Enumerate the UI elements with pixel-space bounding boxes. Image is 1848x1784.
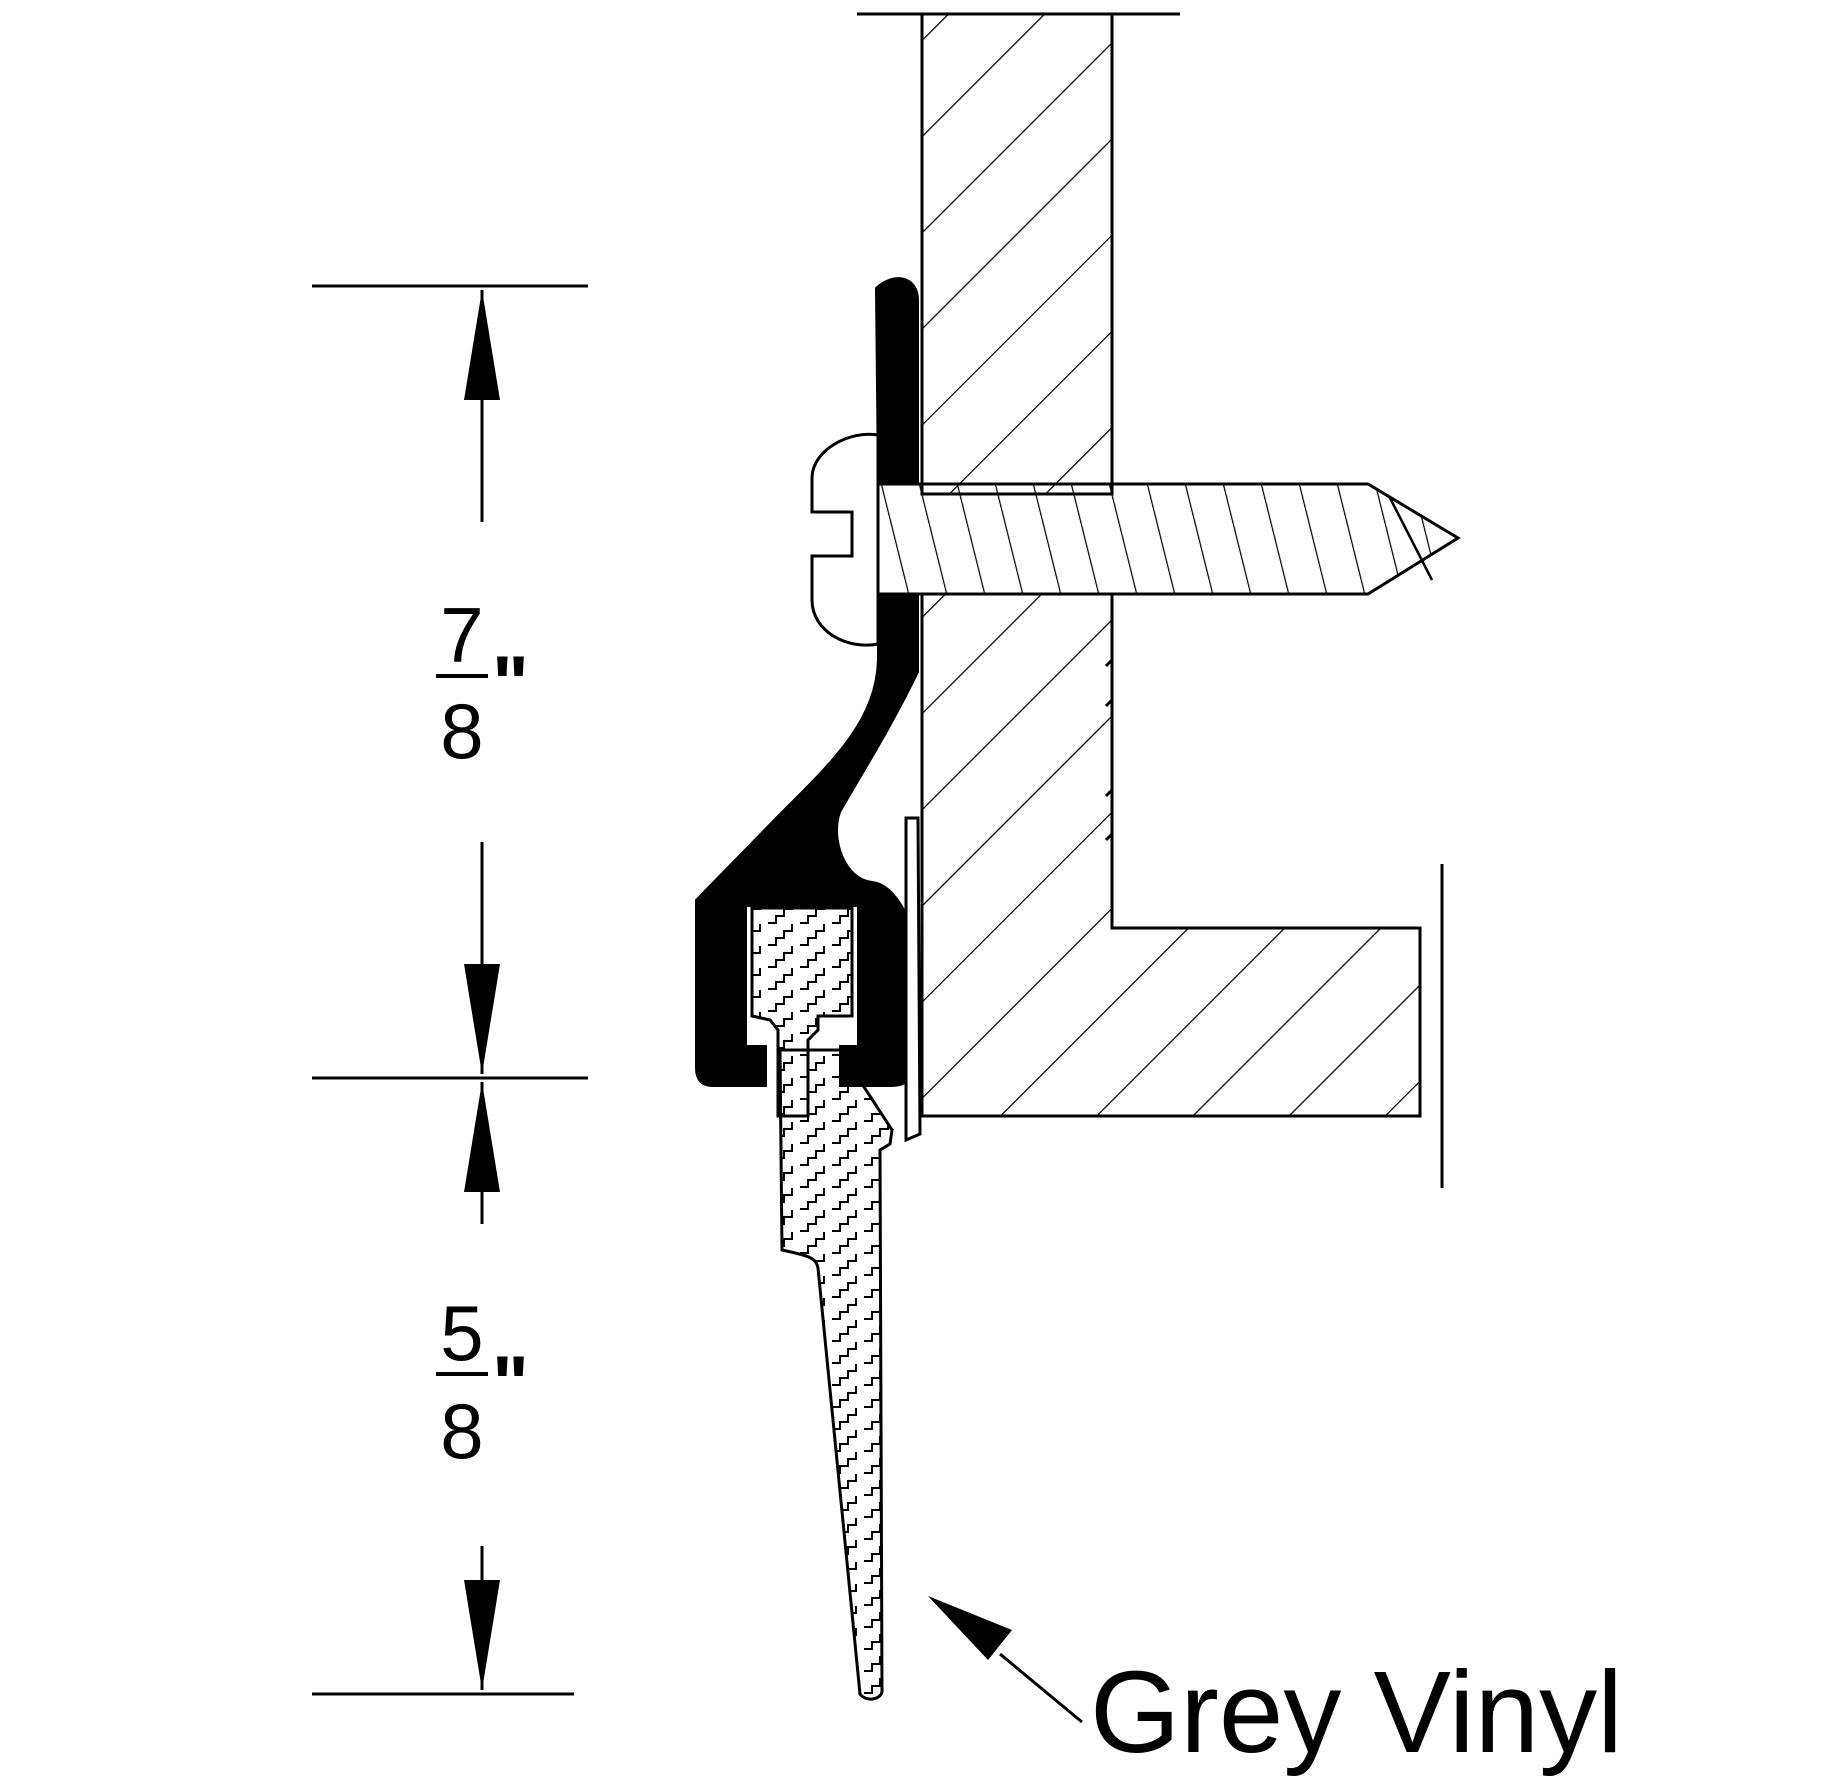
dimension-lines	[312, 284, 588, 1696]
vinyl-flap	[904, 816, 922, 1143]
fraction-denominator: 8	[440, 687, 483, 775]
grey-vinyl-insert	[750, 816, 922, 1701]
arrow-down-middle	[464, 964, 500, 1074]
screw-shank	[876, 482, 1461, 596]
screw	[810, 432, 1461, 647]
callout-label: Grey Vinyl	[1090, 1647, 1623, 1777]
dimension-label-7-8: 7 8 "	[436, 591, 529, 775]
arrow-up-top	[464, 290, 500, 400]
dimension-label-5-8: 5 8 "	[436, 1289, 529, 1475]
screw-tip-line	[1388, 497, 1434, 581]
callout-arrowhead	[928, 1596, 1012, 1660]
arrow-up-middle	[464, 1082, 500, 1192]
dimension-arrows	[464, 290, 500, 1690]
door-upper-block	[920, 12, 1114, 496]
door-inner-ticks	[1104, 658, 1114, 842]
fraction-numerator: 5	[440, 1289, 483, 1377]
fraction-unit: "	[492, 1339, 529, 1427]
fraction-denominator: 8	[440, 1387, 483, 1475]
fraction-numerator: 7	[440, 591, 483, 679]
arrow-down-bottom	[464, 1580, 500, 1690]
screw-head	[810, 432, 880, 647]
callout-leader-line	[999, 1652, 1083, 1724]
door-lower-block	[920, 592, 1422, 1118]
fraction-unit: "	[492, 639, 529, 727]
vinyl-fin	[778, 1048, 894, 1701]
door-section	[857, 12, 1444, 1188]
material-callout: Grey Vinyl	[928, 1596, 1623, 1777]
